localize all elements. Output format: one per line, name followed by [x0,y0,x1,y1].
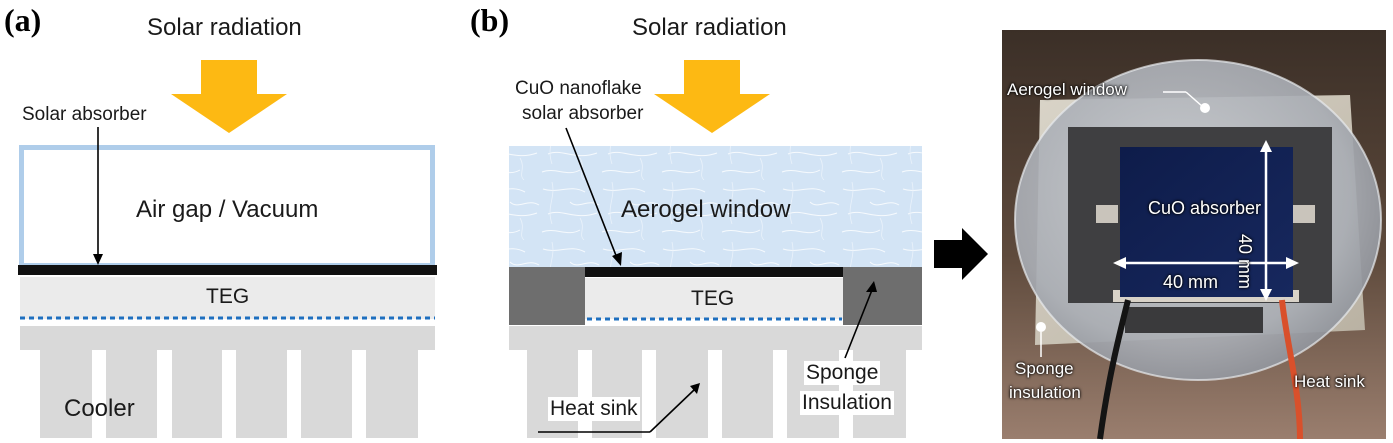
panel-b-heatsink-label: Heat sink [548,397,640,421]
panel-a-teg-label: TEG [206,285,250,308]
photo-window-label: Aerogel window [1007,80,1128,99]
absorber-pointer-head [612,252,622,266]
photo-absorber-label: CuO absorber [1148,198,1262,218]
panel-b-window-label: Aerogel window [621,196,791,223]
wire-black [1097,299,1131,440]
cooler-heat-sink [20,326,435,438]
sponge-right [843,267,922,325]
photo-cuo-absorber [1120,147,1293,297]
panel-b-sponge-label-line1: Sponge [804,361,881,385]
solar-radiation-arrow [171,60,287,133]
sponge-pointer [844,289,873,359]
wire-red [1279,299,1303,440]
cuo-absorber-layer [585,267,843,277]
sponge-left [509,267,585,325]
panel-b-radiation-label: Solar radiation [632,14,787,41]
solar-radiation-arrow [654,60,770,133]
panel-b-absorber-label-line2: solar absorber [522,103,644,124]
panel-b-label: (b) [470,2,510,38]
sponge-callout-dot [1036,322,1046,332]
mount-tab-left [1096,205,1118,223]
panel-a-cooler-label: Cooler [64,395,135,422]
photo-dim-horizontal-label: 40 mm [1163,272,1219,292]
panel-a-radiation-label: Solar radiation [147,14,302,41]
absorber-pointer-head [93,254,103,265]
dim-vertical-head-top [1260,140,1272,152]
teg-block [585,278,843,319]
solar-absorber-layer [18,265,437,275]
aerogel-window [509,146,922,267]
photo-graphics [1002,30,1386,440]
aerogel-disk-rim [1014,59,1382,381]
dim-horizontal-head-left [1113,257,1126,269]
photo-sponge-strip [1125,307,1263,333]
dim-vertical-head-bottom [1260,289,1272,301]
panel-a-label: (a) [4,2,42,38]
panel-b-sponge-label-line2: Insulation [800,391,894,415]
heatsink-pointer-diag [649,389,695,433]
dim-horizontal-head-right [1286,257,1299,269]
photo-dim-vertical-label: 40 mm [1235,234,1255,290]
photo-sponge-label-line1: Sponge [1015,359,1074,378]
aerogel-callout-dot [1200,103,1210,113]
heatsink-pointer-head [690,383,700,394]
photo-heatsink-label: Heat sink [1294,372,1365,391]
mount-tab-right [1293,205,1315,223]
aerogel-callout-leader-diag [1185,91,1204,108]
absorber-pointer [565,127,618,259]
panel-b-absorber-label-line1: CuO nanoflake [515,78,642,99]
teg-block [20,277,435,319]
panel-a-graphics [18,60,437,438]
sponge-pointer-head [866,281,877,292]
panel-b-teg-label: TEG [691,287,735,310]
photo-sponge-label-line2: insulation [1009,383,1081,402]
panel-a-absorber-label: Solar absorber [22,104,147,125]
panel-a-gap-label: Air gap / Vacuum [136,196,319,223]
transition-arrow [934,228,988,280]
